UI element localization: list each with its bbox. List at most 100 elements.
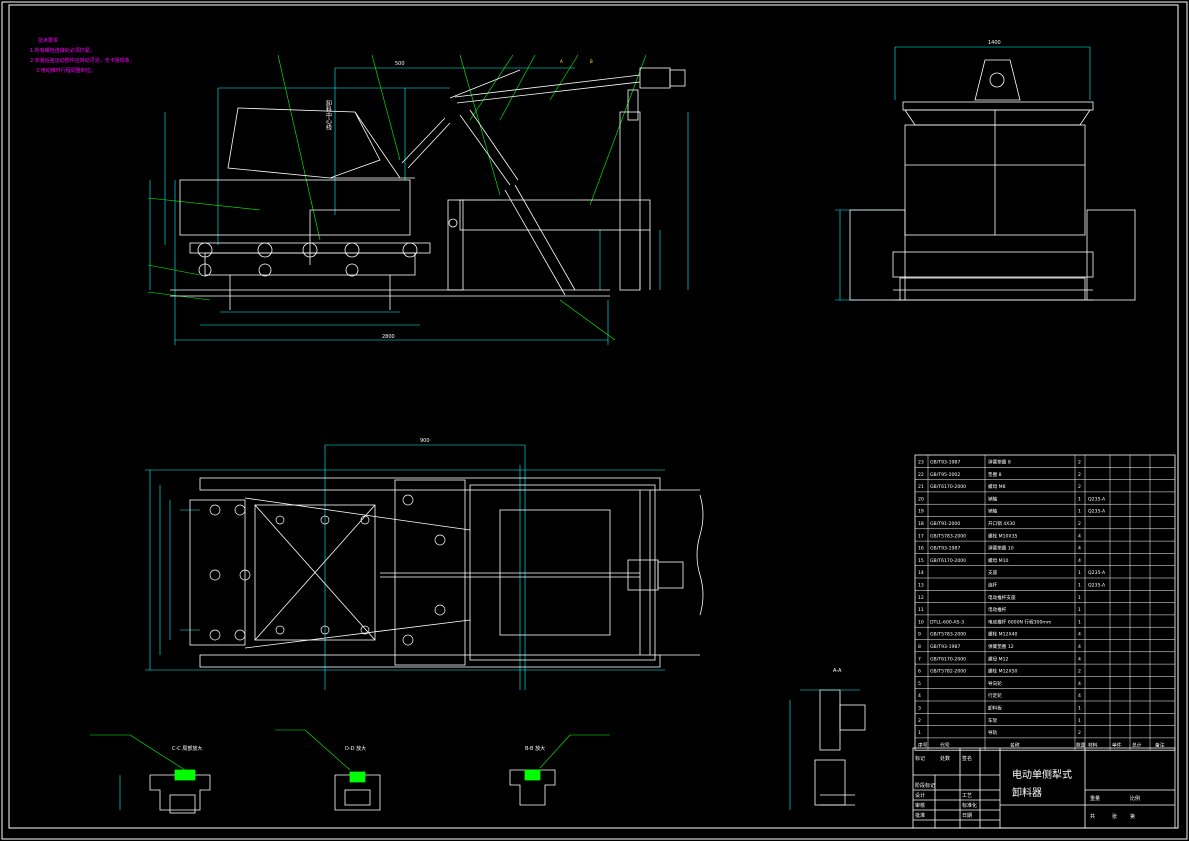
bom-row-qty: 2 [1078,472,1081,478]
bom-row-no: 16 [918,546,924,552]
bom-row-no: 17 [918,533,924,539]
bom-row-note: Q235-A [1088,496,1106,502]
bom-row-name: 行走轮 [988,692,1002,699]
bom-row-qty: 1 [1078,509,1081,515]
bom-row-no: 12 [918,595,924,601]
bom-row-name: 支座 [988,569,998,576]
bom-row-qty: 1 [1078,570,1081,576]
bom-row-name: 弹簧垫圈 10 [988,545,1014,552]
bom-row-no: 14 [918,570,924,576]
bom-row-no: 21 [918,484,924,490]
svg-text:A: A [560,59,563,64]
bom-row-no: 4 [918,693,921,699]
centerline-label: 卸料中心线 [325,99,332,130]
tb-designer: 设计 [915,792,925,799]
bom-header-name: 名称 [1010,741,1020,748]
tb-count: 处数 [940,755,950,762]
bom-row-name: 垫圈 8 [988,471,1002,478]
bom-row-name: 螺母 M8 [988,483,1006,490]
tb-sheet-no: 第 [1130,813,1135,820]
bom-row-qty: 4 [1078,656,1081,662]
bom-row-name: 卸料板 [988,705,1002,712]
bom-row-note: Q235-A [1088,570,1106,576]
bom-row-qty: 4 [1078,546,1081,552]
bom-row-name: 电动推杆 6000N 行程300mm [988,618,1052,625]
title-block-text: 电动单侧犁式 卸料器 阶段标记 设计 审核 批准 工艺 日期 标准化 重量 比例… [915,755,1140,820]
notes-line-1: 1.所有螺栓连接处必须拧紧。 [30,47,95,54]
bom-header-total-weight: 总计 [1132,741,1142,748]
svg-text:B: B [590,59,593,64]
bom-row-no: 6 [918,669,921,675]
bom-row-qty: 1 [1078,496,1081,502]
bom-row-qty: 2 [1078,521,1081,527]
bom-row-code: GB/T5782-2000 [930,669,966,675]
bom-row-qty: 1 [1078,595,1081,601]
tb-sheet-total: 共 [1090,813,1095,820]
bom-header-material: 材料 [1088,741,1098,748]
bom-row-qty: 4 [1078,632,1081,638]
bom-row-code: GB/T5783-2000 [930,533,966,539]
bom-row-note: Q235-A [1088,509,1106,515]
bom-row-name: 开口销 4X30 [988,520,1015,527]
bom-row-name: 螺栓 M10X35 [988,532,1018,539]
bom-row-no: 22 [918,472,924,478]
bom-row-no: 8 [918,644,921,650]
bom-row-code: GB/T6170-2000 [930,656,966,662]
bom-row-qty: 4 [1078,644,1081,650]
front-dim-bottom: 2800 [382,334,395,340]
bom-header-code: 代号 [940,741,950,748]
bom-row-name: 车架 [988,717,998,724]
plan-dim-top: 900 [420,438,430,444]
bom-row-name: 弹簧垫圈 12 [988,643,1014,650]
bom-row-code: GB/T93-1987 [930,460,960,466]
side-dim-top: 1400 [988,40,1001,46]
bom-row-name: 销轴 [988,508,998,515]
tb-sign: 签名 [962,755,972,762]
bom-row-qty: 2 [1078,484,1081,490]
bom-row-qty: 4 [1078,558,1081,564]
bom-row-code: GB/T6170-2000 [930,484,966,490]
tb-mark: 标记 [915,755,925,762]
bom-row-code: DTLL-600-AS-3 [930,619,964,625]
technical-notes: 技术要求 1.所有螺栓连接处必须拧紧。 2.安装后各运动部件应转动灵活，无卡阻现… [30,37,135,74]
bom-row-no: 5 [918,681,921,687]
bom-row-no: 7 [918,656,921,662]
bom-row-no: 18 [918,521,924,527]
bom-header-no: 序号 [918,741,928,748]
title-block [912,747,1176,829]
detail-views: C-C 局部放大 D-D 放大 B-B 放大 A-A [90,668,866,814]
bom-row-name: 电动推杆 [988,606,1007,613]
bom-row-code: GB/T93-1987 [930,546,960,552]
tb-checker: 审核 [915,802,925,809]
bom-row-code: GB/T91-2000 [930,521,960,527]
bom-row-name: 螺母 M12 [988,655,1009,662]
bom-row-name: 弹簧垫圈 8 [988,459,1011,466]
bom-row-name: 螺母 M10 [988,557,1009,564]
bom-row-qty: 2 [1078,669,1081,675]
drawing-inner-border [8,4,1179,829]
bom-row-qty: 1 [1078,706,1081,712]
bom-row-qty: 2 [1078,730,1081,736]
tb-approve: 批准 [915,812,925,819]
bom-row-code: GB/T93-1987 [930,644,960,650]
tb-craft: 工艺 [962,793,972,799]
drawing-title-line2: 卸料器 [1012,786,1042,799]
plan-view: 900 [145,438,704,690]
detail-cc-title: C-C 局部放大 [172,745,202,752]
detail-bb-title: B-B 放大 [525,745,545,752]
bom-row-name: 螺栓 M12X50 [988,668,1018,675]
bom-row-code: GB/T5783-2000 [930,632,966,638]
bom-row-code: GB/T95-2002 [930,472,960,478]
tb-date: 日期 [962,813,972,819]
bom-row-qty: 1 [1078,619,1081,625]
detail-aa-title: A-A [833,668,842,674]
bom-row-qty: 1 [1078,607,1081,613]
bom-header-unit-weight: 单件 [1112,741,1122,748]
bom-row-no: 15 [918,558,924,564]
bom-header-note: 备注 [1155,741,1165,748]
bom-row-qty: 1 [1078,718,1081,724]
bom-row-name: 销轴 [988,495,998,502]
bom-row-no: 19 [918,509,924,515]
